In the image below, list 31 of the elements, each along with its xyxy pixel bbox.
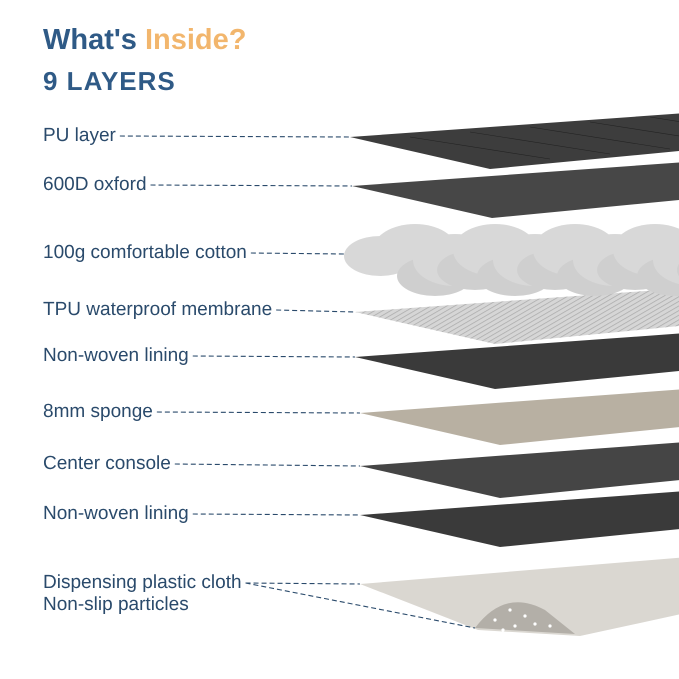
leader-line [156,411,360,414]
leader-line [174,463,360,467]
layer-label: 8mm sponge [43,401,153,423]
pu-sheet [350,112,679,169]
subtitle: 9 LAYERS [43,66,176,97]
leader-line [245,582,476,629]
title: What's Inside? [43,24,246,57]
layer-label: 100g comfortable cotton [43,242,247,264]
layer-label: Non-woven lining [43,503,189,525]
lining-sheet [355,332,679,389]
cloth-sheet [360,556,679,636]
fabric-sheet [352,161,679,218]
leader-line [276,309,356,313]
layer-label: Non-slip particles [43,594,190,616]
layer-label: Non-woven lining [43,345,189,367]
leader-line [120,135,350,138]
layer-label: Dispensing plastic cloth [43,572,242,594]
layer-label: PU layer [43,125,116,147]
console-sheet [360,441,679,498]
layer-label: Center console [43,453,171,475]
leader-line [192,355,355,358]
sponge-sheet [360,388,679,445]
cotton-cloud [344,224,679,296]
leader-line [246,582,360,585]
leader-line [150,184,352,187]
leader-line [192,513,360,516]
lining-sheet [360,490,679,547]
layer-label: TPU waterproof membrane [43,299,272,321]
layer-label: 600D oxford [43,174,147,196]
non-slip-dots [475,602,575,634]
leader-line [250,252,345,255]
